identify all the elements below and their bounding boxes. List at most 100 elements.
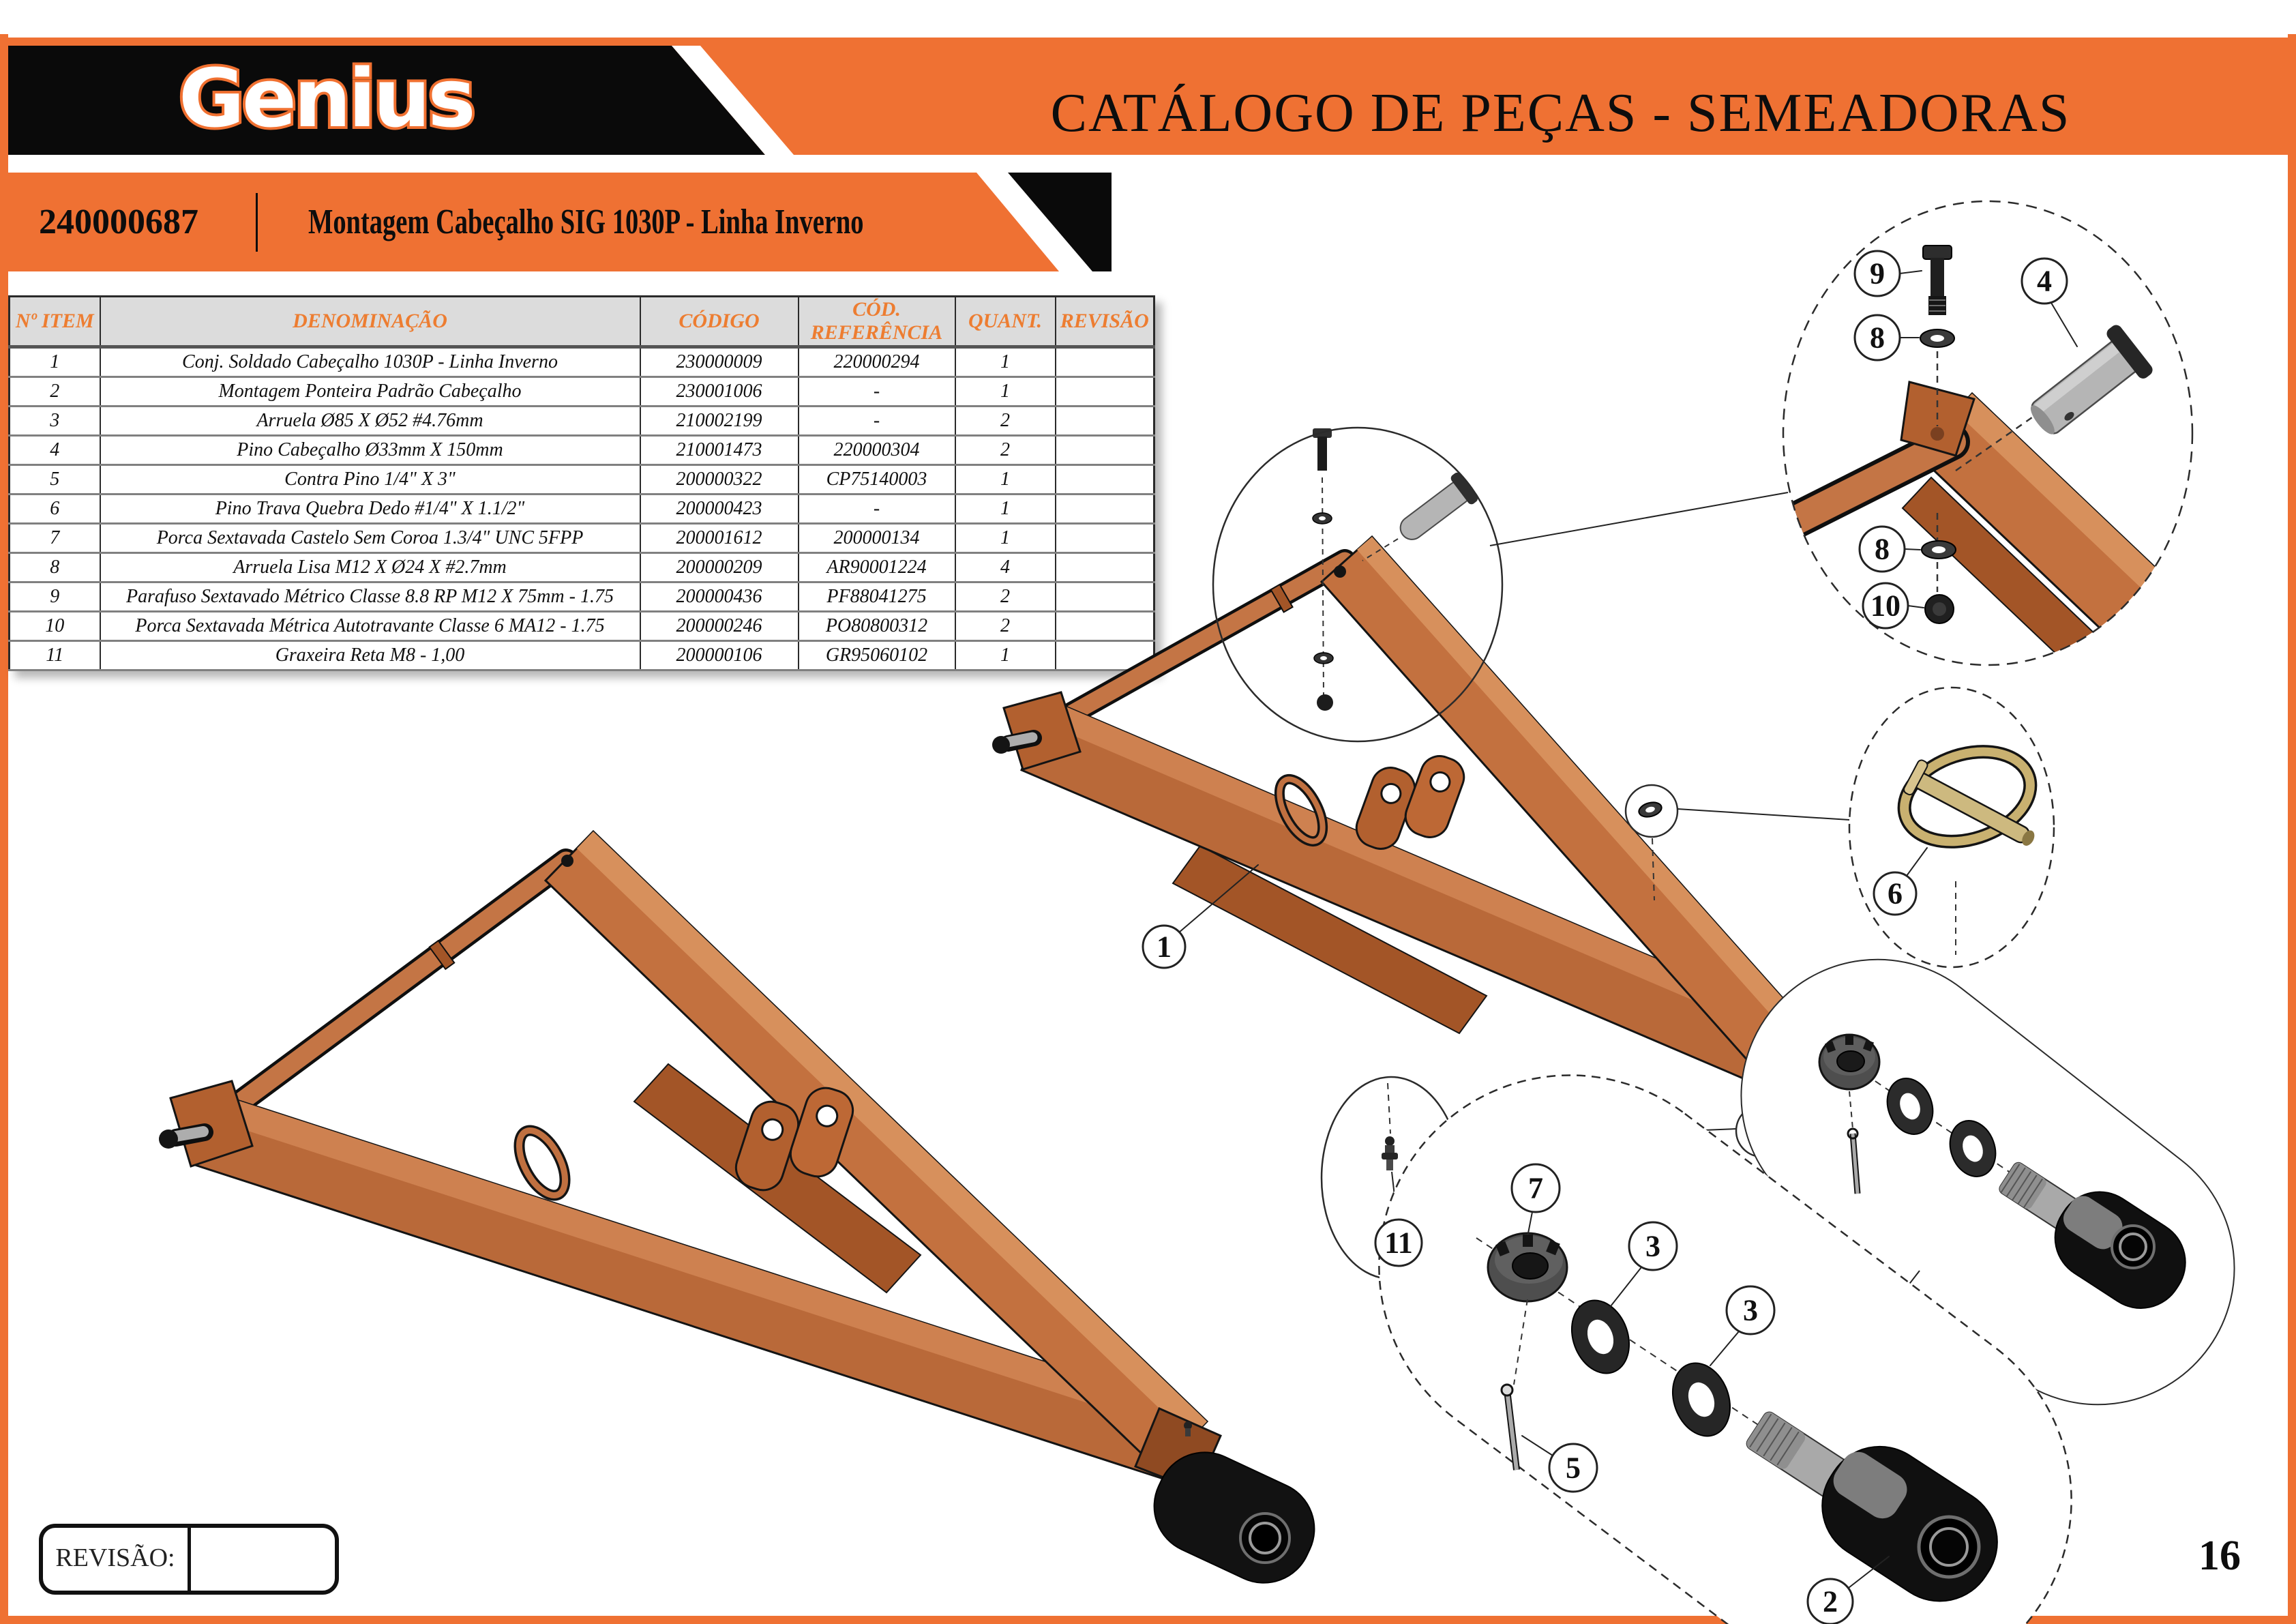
brand-logo: Genius xyxy=(172,53,608,148)
cell-quant: 2 xyxy=(954,405,1056,437)
cell-quant: 1 xyxy=(954,464,1056,495)
cell-referencia: - xyxy=(797,493,956,525)
svg-text:3: 3 xyxy=(1645,1230,1660,1263)
cell-revisao xyxy=(1054,434,1155,466)
revision-box: REVISÃO: xyxy=(39,1524,339,1595)
page-border-right xyxy=(2288,34,2296,1624)
callout-10: 10 xyxy=(1862,582,1909,630)
svg-text:9: 9 xyxy=(1870,257,1885,291)
cell-item: 5 xyxy=(8,464,101,495)
cell-quant: 1 xyxy=(954,640,1056,671)
callout-5: 5 xyxy=(1548,1443,1598,1493)
castle-nut-item7 xyxy=(1487,1232,1568,1303)
revision-divider xyxy=(188,1528,191,1591)
col-item: Nº ITEM xyxy=(8,296,101,349)
cell-codigo: 200000436 xyxy=(639,581,799,612)
cell-referencia: - xyxy=(797,405,956,437)
svg-text:8: 8 xyxy=(1875,533,1890,566)
cell-denominacao: Arruela Lisa M12 X Ø24 X #2.7mm xyxy=(99,552,641,583)
assembly-title: Montagem Cabeçalho SIG 1030P - Linha Inv… xyxy=(308,203,864,241)
cell-denominacao: Contra Pino 1/4" X 3" xyxy=(99,464,641,495)
callout-3-first: 3 xyxy=(1628,1221,1678,1271)
washer xyxy=(1886,1078,1934,1135)
cell-revisao xyxy=(1054,464,1155,495)
cell-denominacao: Montagem Ponteira Padrão Cabeçalho xyxy=(99,376,641,407)
callout-4: 4 xyxy=(2021,257,2068,305)
cell-codigo: 200000106 xyxy=(639,640,799,671)
cell-revisao xyxy=(1054,610,1155,642)
washer-item8-lower xyxy=(1921,540,1956,559)
col-denominacao: DENOMINAÇÃO xyxy=(99,296,641,349)
cell-revisao xyxy=(1054,581,1155,612)
col-revisao: REVISÃO xyxy=(1054,296,1155,349)
cell-quant: 4 xyxy=(954,552,1056,583)
col-referencia: CÓD. REFERÊNCIA xyxy=(797,296,956,349)
banner-orange-shape xyxy=(8,173,1059,271)
cell-codigo: 200000209 xyxy=(639,552,799,583)
cell-denominacao: Pino Trava Quebra Dedo #1/4" X 1.1/2" xyxy=(99,493,641,525)
cell-quant: 2 xyxy=(954,610,1056,642)
callout-6: 6 xyxy=(1873,871,1918,916)
cell-codigo: 200000246 xyxy=(639,610,799,642)
washer-item8-upper xyxy=(1920,329,1955,348)
pin-item4 xyxy=(2030,325,2153,434)
callout-8-lower: 8 xyxy=(1858,525,1906,573)
cell-item: 1 xyxy=(8,346,101,378)
cell-denominacao: Pino Cabeçalho Ø33mm X 150mm xyxy=(99,434,641,466)
assembly-code: 240000687 xyxy=(39,203,198,241)
cell-referencia: 200000134 xyxy=(797,522,956,554)
callout-8-upper: 8 xyxy=(1853,314,1901,361)
revision-label: REVISÃO: xyxy=(55,1544,175,1572)
cell-revisao xyxy=(1054,493,1155,525)
cell-referencia: PO80800312 xyxy=(797,610,956,642)
svg-text:7: 7 xyxy=(1528,1172,1543,1205)
nut-item10 xyxy=(1924,594,1954,624)
cell-referencia: 220000294 xyxy=(797,346,956,378)
washer xyxy=(1949,1120,1997,1177)
cell-denominacao: Conj. Soldado Cabeçalho 1030P - Linha In… xyxy=(99,346,641,378)
callout-1: 1 xyxy=(1142,924,1187,969)
cell-referencia: PF88041275 xyxy=(797,581,956,612)
svg-text:4: 4 xyxy=(2037,265,2052,298)
detail-capsule-ponteira-assembled xyxy=(1740,958,2235,1406)
drawbar-assembly-complete xyxy=(159,829,1315,1584)
cell-item: 11 xyxy=(8,640,101,671)
callout-11: 11 xyxy=(1374,1218,1423,1267)
cell-codigo: 200000322 xyxy=(639,464,799,495)
table-header-row: Nº ITEM DENOMINAÇÃO CÓDIGO CÓD. REFERÊNC… xyxy=(8,296,1155,349)
page-border-left xyxy=(0,34,8,1624)
cell-revisao xyxy=(1054,522,1155,554)
callout-7: 7 xyxy=(1510,1163,1561,1213)
page-title: CATÁLOGO DE PEÇAS - SEMEADORAS xyxy=(1050,83,2071,143)
callout-2: 2 xyxy=(1806,1578,1854,1624)
svg-text:5: 5 xyxy=(1566,1451,1581,1485)
cell-denominacao: Arruela Ø85 X Ø52 #4.76mm xyxy=(99,405,641,437)
col-quant: QUANT. xyxy=(954,296,1056,349)
cell-denominacao: Parafuso Sextavado Métrico Classe 8.8 RP… xyxy=(99,581,641,612)
cotter-pin xyxy=(1847,1127,1861,1194)
col-codigo: CÓDIGO xyxy=(639,296,799,349)
cell-codigo: 210002199 xyxy=(639,405,799,437)
cell-revisao xyxy=(1054,405,1155,437)
svg-text:3: 3 xyxy=(1743,1294,1758,1327)
cell-codigo: 230000009 xyxy=(639,346,799,378)
cell-revisao xyxy=(1054,376,1155,407)
cell-codigo: 230001006 xyxy=(639,376,799,407)
drawbar-assembly-exploded xyxy=(992,426,1826,1108)
parts-table: Nº ITEM DENOMINAÇÃO CÓDIGO CÓD. REFERÊNC… xyxy=(8,295,1155,671)
cell-revisao xyxy=(1054,552,1155,583)
cell-item: 4 xyxy=(8,434,101,466)
cell-item: 7 xyxy=(8,522,101,554)
cell-denominacao: Porca Sextavada Métrica Autotravante Cla… xyxy=(99,610,641,642)
cell-codigo: 200000423 xyxy=(639,493,799,525)
